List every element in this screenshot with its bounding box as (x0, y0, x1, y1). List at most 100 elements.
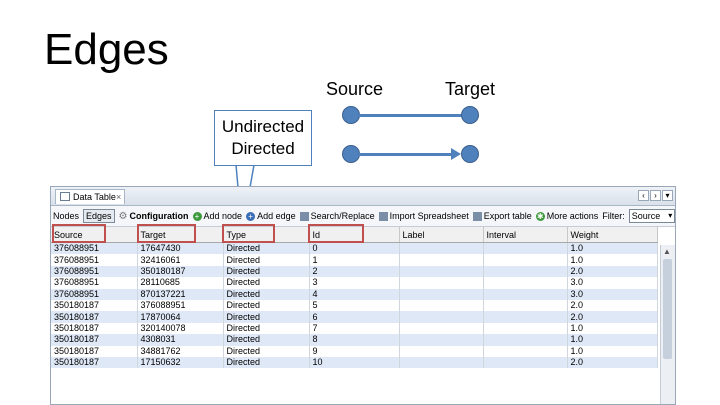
add-node-button[interactable]: +Add node (192, 211, 242, 221)
table-cell[interactable]: 350180187 (137, 265, 224, 278)
table-cell[interactable]: Directed (223, 242, 310, 255)
add-edge-button[interactable]: +Add edge (246, 211, 296, 221)
table-cell[interactable]: 17150632 (137, 356, 224, 369)
table-cell[interactable] (483, 345, 568, 357)
table-cell[interactable]: Directed (223, 334, 310, 346)
table-cell[interactable]: 17647430 (137, 242, 224, 255)
table-cell[interactable]: 28110685 (137, 277, 224, 289)
table-cell[interactable]: Directed (223, 299, 310, 312)
edges-button[interactable]: Edges (83, 209, 115, 223)
table-cell[interactable]: 3 (309, 277, 400, 289)
table-cell[interactable]: 1.0 (567, 254, 658, 266)
table-cell[interactable] (483, 288, 568, 300)
column-header-type[interactable]: Type (223, 227, 310, 243)
column-header-label[interactable]: Label (399, 227, 484, 243)
table-cell[interactable]: 870137221 (137, 288, 224, 300)
vertical-scrollbar[interactable]: ▲ (660, 245, 675, 404)
table-cell[interactable]: 34881762 (137, 345, 224, 357)
table-cell[interactable]: 3.0 (567, 277, 658, 289)
table-cell[interactable]: 0 (309, 242, 400, 255)
table-cell[interactable]: 7 (309, 322, 400, 335)
column-header-id[interactable]: Id (309, 227, 400, 243)
table-cell[interactable] (483, 356, 568, 369)
table-cell[interactable]: 350180187 (51, 345, 138, 357)
table-cell[interactable] (483, 265, 568, 278)
export-table-button[interactable]: Export table (472, 211, 532, 221)
column-header-interval[interactable]: Interval (483, 227, 568, 243)
table-cell[interactable]: 6 (309, 311, 400, 323)
table-cell[interactable] (399, 322, 484, 335)
table-cell[interactable]: Directed (223, 311, 310, 323)
column-header-target[interactable]: Target (137, 227, 224, 243)
table-cell[interactable]: 376088951 (51, 288, 138, 300)
more-actions-button[interactable]: ✱More actions (535, 211, 598, 221)
table-cell[interactable]: 2.0 (567, 299, 658, 312)
table-cell[interactable]: 350180187 (51, 334, 138, 346)
scroll-up-icon[interactable]: ▲ (663, 247, 671, 256)
table-cell[interactable]: Directed (223, 288, 310, 300)
table-cell[interactable]: 376088951 (51, 277, 138, 289)
table-cell[interactable] (399, 242, 484, 255)
table-cell[interactable] (483, 322, 568, 335)
column-header-weight[interactable]: Weight (567, 227, 658, 243)
filter-column-select[interactable]: Source (628, 209, 675, 223)
table-cell[interactable]: Directed (223, 356, 310, 369)
table-cell[interactable]: 9 (309, 345, 400, 357)
table-cell[interactable]: 376088951 (51, 265, 138, 278)
table-cell[interactable]: 1 (309, 254, 400, 266)
scrollbar-thumb[interactable] (663, 259, 672, 359)
table-cell[interactable]: 376088951 (51, 242, 138, 255)
table-cell[interactable]: 3.0 (567, 288, 658, 300)
table-cell[interactable] (399, 254, 484, 266)
window-menu-icon[interactable]: ▾ (662, 190, 673, 201)
table-cell[interactable]: 4 (309, 288, 400, 300)
table-cell[interactable] (399, 277, 484, 289)
table-cell[interactable]: 8 (309, 334, 400, 346)
table-cell[interactable] (483, 254, 568, 266)
close-icon[interactable]: × (116, 192, 122, 202)
table-cell[interactable] (399, 265, 484, 278)
scroll-left-icon[interactable]: ‹ (638, 190, 649, 201)
table-cell[interactable] (399, 288, 484, 300)
table-cell[interactable]: Directed (223, 322, 310, 335)
table-cell[interactable]: Directed (223, 345, 310, 357)
table-cell[interactable] (399, 334, 484, 346)
table-cell[interactable]: 5 (309, 299, 400, 312)
table-cell[interactable]: 350180187 (51, 322, 138, 335)
table-cell[interactable]: 376088951 (137, 299, 224, 312)
table-cell[interactable]: 350180187 (51, 311, 138, 323)
table-cell[interactable] (399, 299, 484, 312)
table-cell[interactable]: 2.0 (567, 311, 658, 323)
column-header-source[interactable]: Source (51, 227, 138, 243)
configuration-button[interactable]: ⚙Configuration (119, 211, 189, 222)
table-cell[interactable]: 2 (309, 265, 400, 278)
table-cell[interactable]: 1.0 (567, 345, 658, 357)
table-cell[interactable] (483, 299, 568, 312)
table-cell[interactable]: 350180187 (51, 356, 138, 369)
table-cell[interactable]: 32416061 (137, 254, 224, 266)
table-cell[interactable]: 2.0 (567, 265, 658, 278)
table-cell[interactable] (399, 356, 484, 369)
table-cell[interactable]: 10 (309, 356, 400, 369)
search-replace-button[interactable]: Search/Replace (299, 211, 375, 221)
table-cell[interactable]: 4308031 (137, 334, 224, 346)
table-cell[interactable]: 376088951 (51, 254, 138, 266)
table-cell[interactable] (483, 277, 568, 289)
table-cell[interactable] (483, 311, 568, 323)
table-cell[interactable]: 1.0 (567, 242, 658, 255)
tab-data-table[interactable]: Data Table × (55, 189, 125, 204)
table-cell[interactable] (399, 311, 484, 323)
table-cell[interactable]: Directed (223, 254, 310, 266)
table-cell[interactable]: 350180187 (51, 299, 138, 312)
table-cell[interactable]: Directed (223, 265, 310, 278)
import-spreadsheet-button[interactable]: Import Spreadsheet (378, 211, 469, 221)
